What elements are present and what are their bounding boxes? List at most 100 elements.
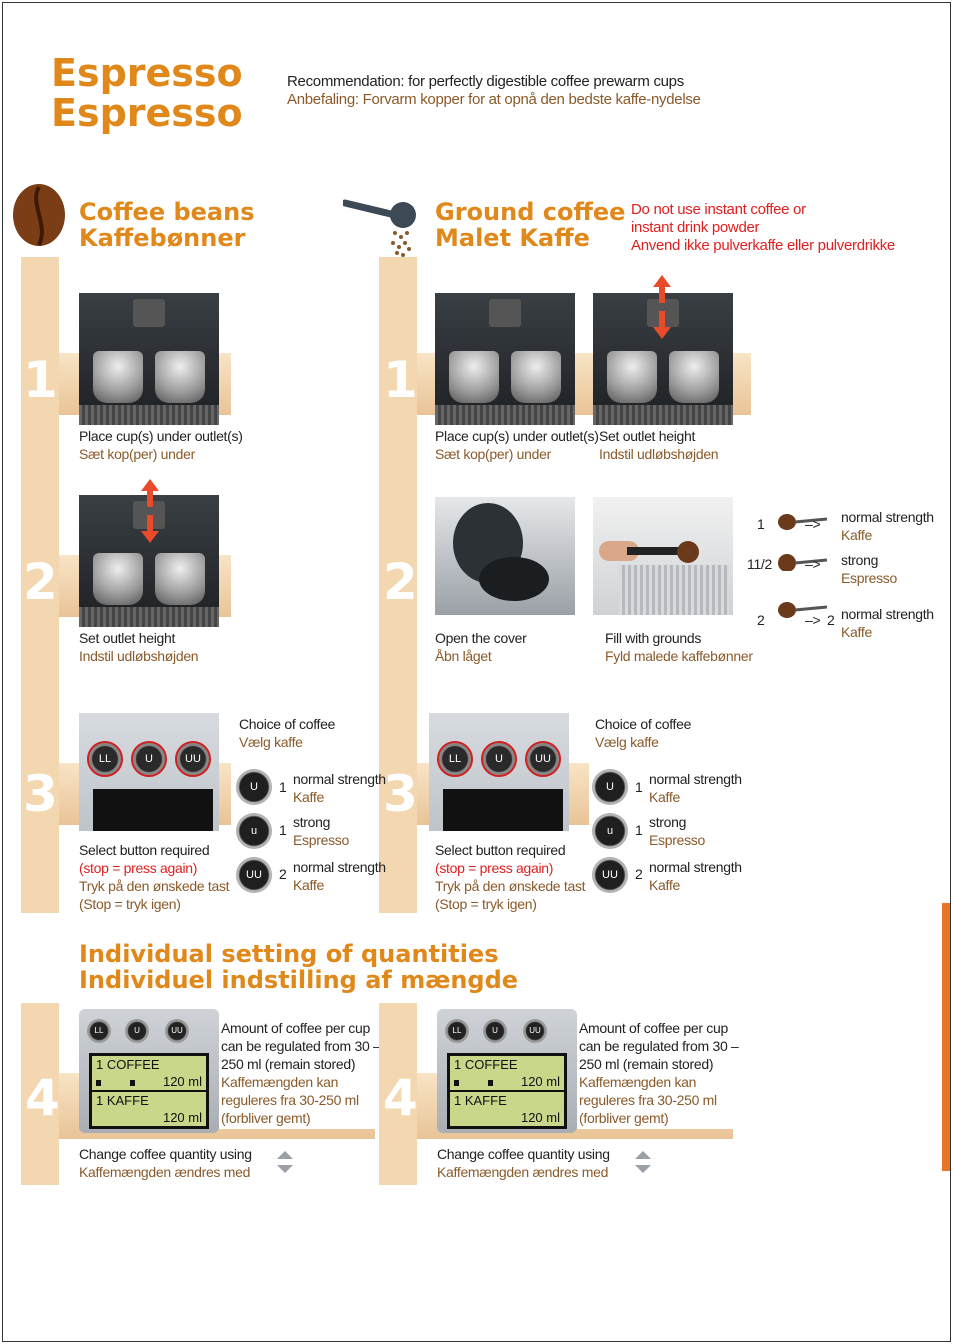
beans-option-1-da: Kaffe [293,789,324,805]
right-amount-en-1: Amount of coffee per cup [579,1020,728,1036]
beans-option-2-count: 1 [279,822,287,838]
ground-step3-number: 3 [383,765,418,823]
beans-panel-button-3: UU [175,741,211,777]
right-amount-en-3: 250 ml (remain stored) [579,1056,714,1072]
beans-step1-caption: Place cup(s) under outlet(s) Sæt kop(per… [79,427,243,463]
beans-select-da: Tryk på den ønskede tast [79,878,230,894]
open-cover-photo [435,497,575,615]
beans-step-band [21,257,59,913]
ground-option-1-en: normal strength [649,771,742,787]
ground-step1a-caption: Place cup(s) under outlet(s) Sæt kop(per… [435,427,599,463]
recommendation: Recommendation: for perfectly digestible… [287,73,701,109]
beans-option-3-count: 2 [279,866,287,882]
left-amount-en-2: can be regulated from 30 – [221,1038,381,1054]
page-title: Espresso Espresso [51,53,243,133]
ground-step2b-caption: Fill with grounds Fyld malede kaffebønne… [605,629,753,665]
beans-option-2: strong Espresso [293,813,349,849]
right-change-da: Kaffemængden ændres med [437,1164,609,1180]
left-step4-number: 4 [25,1069,60,1127]
double-coffee-button-icon: UU [236,857,272,893]
right-lcd-value2: 120 ml [520,1110,560,1125]
ground-choice-en: Choice of coffee [595,716,692,732]
ground-step2a-caption: Open the cover Åbn låget [435,629,527,665]
ground-select-da: Tryk på den ønskede tast [435,878,586,894]
right-change-en: Change coffee quantity using [437,1146,610,1162]
scoop-2-arrow: –> [805,556,821,572]
beans-heading-en: Coffee beans [79,198,255,226]
scoop-2-qty: 11/2 [747,556,773,572]
beans-option-2-da: Espresso [293,832,349,848]
left-amount-en-1: Amount of coffee per cup [221,1020,370,1036]
left-change-caption: Change coffee quantity using Kaffemængde… [79,1145,252,1181]
scoop-2-da: Espresso [841,570,897,586]
scoop-1-label: normal strength Kaffe [841,508,934,544]
warning-da: Anvend ikke pulverkaffe eller pulverdrik… [631,237,895,254]
scoop-heaped-icon [778,554,828,571]
ground-step-band [379,257,417,913]
beans-option-1-count: 1 [279,779,287,795]
scoop-1-en: normal strength [841,509,934,525]
ground-step1a-da: Sæt kop(per) under [435,446,551,462]
scoop-1-qty: 1 [757,516,765,532]
coffee-bean-icon [13,184,65,246]
espresso-button-icon: u [592,813,628,849]
scoop-2-label: strong Espresso [841,551,897,587]
right-lcd-row1: 1 COFFEE [454,1057,518,1072]
recommendation-da: Anbefaling: Forvarm kopper for at opnå d… [287,91,701,108]
scoop-3-en: normal strength [841,606,934,622]
ground-option-1-da: Kaffe [649,789,680,805]
ground-panel-button-3: UU [525,741,561,777]
left-lcd-value2: 120 ml [162,1110,202,1125]
up-down-arrows-icon [277,1151,293,1173]
ground-option-1-count: 1 [635,779,643,795]
beans-step2-number: 2 [23,553,58,611]
ground-step1a-en: Place cup(s) under outlet(s) [435,428,599,444]
beans-step2-da: Indstil udløbshøjden [79,648,199,664]
ground-option-2-da: Espresso [649,832,705,848]
ground-button-panel: LL U UU [429,713,569,831]
ground-panel-button-2: U [481,741,517,777]
ground-step2b-en: Fill with grounds [605,630,702,646]
normal-coffee-button-icon: U [592,769,628,805]
ground-step1a-photo [435,293,575,425]
scoop-icon [778,514,828,530]
espresso-button-icon: u [236,813,272,849]
ground-heading: Ground coffee Malet Kaffe [435,199,625,251]
beans-choice-en: Choice of coffee [239,716,336,732]
beans-step1-en: Place cup(s) under outlet(s) [79,428,243,444]
individual-heading-da: Individuel indstilling af mængde [79,966,519,994]
ground-choice: Choice of coffee Vælg kaffe [595,715,691,751]
scoop-3-result: 2 [827,612,835,628]
right-step4-band [379,1003,417,1185]
ground-step2a-da: Åbn låget [435,648,492,664]
beans-step2-en: Set outlet height [79,630,176,646]
double-coffee-button-icon: UU [592,857,628,893]
left-amount-da-2: reguleres fra 30-250 ml [221,1092,359,1108]
ground-step2b-da: Fyld malede kaffebønner [605,648,753,664]
ground-panel-button-1: LL [437,741,473,777]
left-lcd-value1: 120 ml [162,1074,202,1089]
right-change-caption: Change coffee quantity using Kaffemængde… [437,1145,610,1181]
ground-step2-number: 2 [383,553,418,611]
ground-option-1: normal strength Kaffe [649,770,742,806]
outlet-height-arrows-icon [141,479,159,543]
scoop-1-da: Kaffe [841,527,872,543]
fill-grounds-photo [593,497,733,615]
ground-step2a-en: Open the cover [435,630,527,646]
beans-option-3-en: normal strength [293,859,386,875]
ground-option-2: strong Espresso [649,813,705,849]
ground-heading-en: Ground coffee [435,198,626,226]
beans-button-panel: LL U UU [79,713,219,831]
ground-option-2-en: strong [649,814,687,830]
warning-en-1: Do not use instant coffee or [631,201,806,218]
right-lcd-row2: 1 KAFFE [454,1093,507,1108]
ground-option-2-count: 1 [635,822,643,838]
ground-option-3: normal strength Kaffe [649,858,742,894]
individual-heading-en: Individual setting of quantities [79,940,499,968]
ground-step1b-da: Indstil udløbshøjden [599,446,719,462]
individual-heading: Individual setting of quantities Individ… [79,941,518,993]
